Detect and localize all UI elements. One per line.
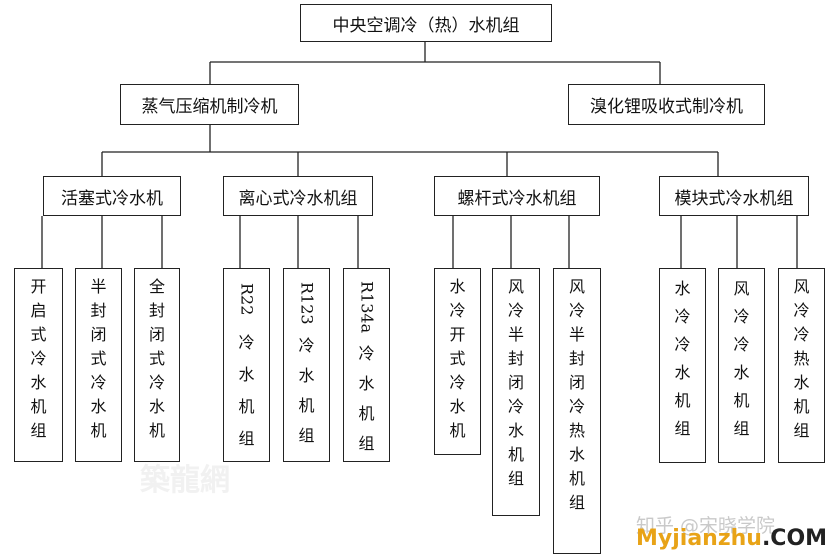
leaf-r123: R123 冷水机组 [283,268,330,462]
leaf-label: 风冷冷热水机组 [793,277,810,440]
node-lithium-bromide-absorption: 溴化锂吸收式制冷机 [568,84,765,125]
leaf-open-type: 开启式冷水机组 [14,268,63,462]
leaf-label: 风冷半封闭冷热水机组 [568,277,585,512]
leaf-label: 冷水机组 [298,336,315,445]
leaf-r22: R22 冷水机组 [223,268,270,462]
node-piston: 活塞式冷水机 [43,176,181,216]
leaf-air-cooled: 风冷冷水机组 [718,268,765,463]
leaf-prefix: R22 [237,282,257,316]
node-screw: 螺杆式冷水机组 [434,176,600,216]
leaf-label: 冷水机组 [238,333,255,448]
leaf-label: 冷水机组 [358,344,375,453]
leaf-air-cooled-heat-pump: 风冷冷热水机组 [778,268,825,463]
leaf-prefix: R134a [357,280,377,334]
leaf-label: 全封闭式冷水机 [148,277,165,440]
leaf-label: 水冷开式冷水机 [449,277,466,440]
node-label: 螺杆式冷水机组 [457,188,577,209]
leaf-label: 风冷冷水机组 [733,279,750,438]
root-node-label: 中央空调冷（热）水机组 [332,15,520,36]
leaf-water-cooled-open: 水冷开式冷水机 [434,268,481,455]
node-label: 模块式冷水机组 [674,188,794,209]
node-centrifugal: 离心式冷水机组 [223,176,373,216]
leaf-semi-hermetic: 半封闭式冷水机 [75,268,122,462]
leaf-air-cooled-semi-hermetic-heat: 风冷半封闭冷热水机组 [553,268,601,554]
node-label: 溴化锂吸收式制冷机 [590,97,743,117]
leaf-air-cooled-semi-hermetic: 风冷半封闭冷水机组 [492,268,540,516]
leaf-label: 半封闭式冷水机 [90,277,107,440]
node-modular: 模块式冷水机组 [659,176,809,216]
leaf-prefix: R123 [297,281,317,325]
leaf-r134a: R134a 冷水机组 [343,268,390,462]
leaf-water-cooled: 水冷冷水机组 [659,268,706,463]
node-vapor-compression: 蒸气压缩机制冷机 [120,84,299,125]
leaf-label: 水冷冷水机组 [674,279,691,438]
root-node: 中央空调冷（热）水机组 [300,4,552,42]
node-label: 离心式冷水机组 [238,188,358,209]
leaf-fully-hermetic: 全封闭式冷水机 [134,268,180,462]
leaf-label: 开启式冷水机组 [30,277,47,440]
leaf-label: 风冷半封闭冷水机组 [507,277,524,488]
node-label: 蒸气压缩机制冷机 [141,97,278,117]
node-label: 活塞式冷水机 [61,188,163,209]
